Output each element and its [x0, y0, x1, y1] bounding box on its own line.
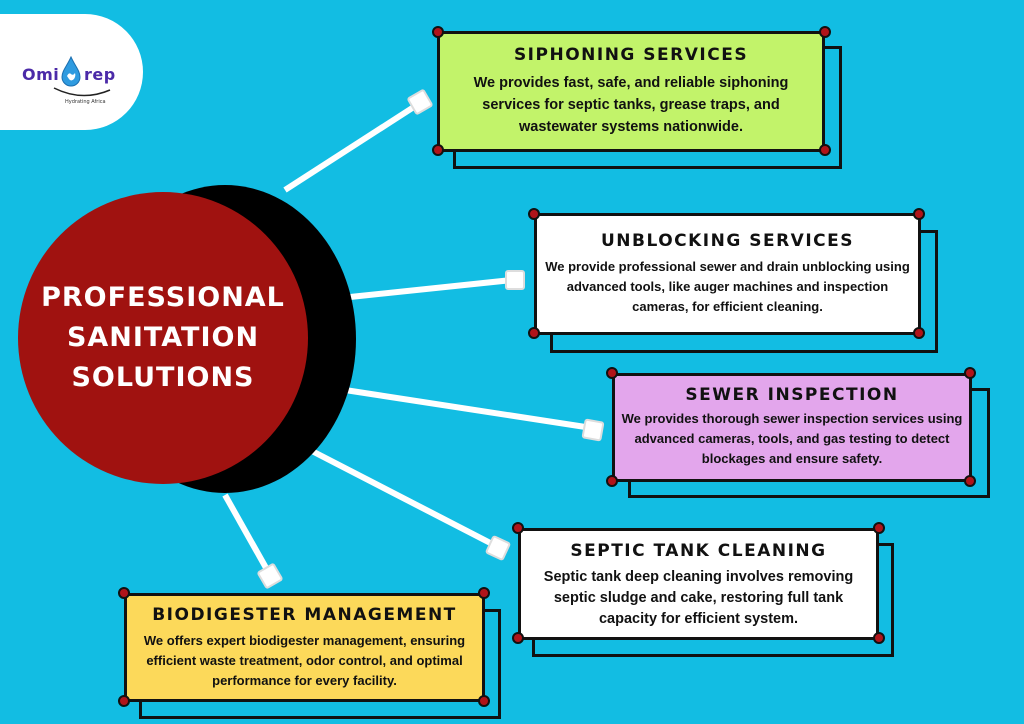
card-title: SEPTIC TANK CLEANING [570, 541, 827, 561]
logo-name-left: Omi [22, 65, 60, 84]
card-description: We provides thorough sewer inspection se… [621, 411, 963, 466]
card-description: We provides fast, safe, and reliable sip… [473, 75, 789, 135]
corner-dot [432, 144, 444, 156]
center-title-line1: PROFESSIONAL [41, 282, 285, 313]
connector-inspection [344, 387, 593, 431]
center-circle: PROFESSIONAL SANITATION SOLUTIONS [18, 192, 308, 484]
card-title: SEWER INSPECTION [685, 385, 899, 405]
corner-dot [478, 587, 490, 599]
smile-swoosh-icon [53, 87, 111, 97]
card-description: Septic tank deep cleaning involves remov… [543, 569, 854, 627]
logo-tagline: Hydrating Africa [65, 99, 106, 105]
corner-dot [819, 26, 831, 38]
corner-dot [478, 695, 490, 707]
corner-dot [964, 367, 976, 379]
corner-dot [118, 695, 130, 707]
card-box: UNBLOCKING SERVICES We provide professio… [534, 213, 921, 335]
corner-dot [606, 367, 618, 379]
connector-septic [308, 447, 502, 551]
connector-handle [581, 418, 605, 442]
corner-dot [873, 522, 885, 534]
corner-dot [913, 208, 925, 220]
corner-dot [528, 208, 540, 220]
corner-dot [512, 522, 524, 534]
card-title: BIODIGESTER MANAGEMENT [152, 605, 457, 625]
corner-dot [512, 632, 524, 644]
logo-name-right: rep [84, 65, 116, 84]
center-title: PROFESSIONAL SANITATION SOLUTIONS [38, 278, 288, 398]
corner-dot [873, 632, 885, 644]
card-box: BIODIGESTER MANAGEMENT We offers expert … [124, 593, 485, 702]
corner-dot [606, 475, 618, 487]
corner-dot [528, 327, 540, 339]
logo-panel: Omi rep Hydrating Africa [0, 14, 143, 130]
connector-unblocking [349, 277, 513, 300]
card-description: We provide professional sewer and drain … [545, 259, 910, 314]
water-drop-icon [61, 56, 81, 87]
card-box: SEWER INSPECTION We provides thorough se… [612, 373, 972, 482]
corner-dot [118, 587, 130, 599]
connector-handle [505, 270, 525, 290]
card-title: UNBLOCKING SERVICES [600, 231, 854, 251]
connector-biodigester [222, 493, 273, 577]
card-title: SIPHONING SERVICES [513, 45, 749, 65]
corner-dot [432, 26, 444, 38]
card-box: SIPHONING SERVICES We provides fast, saf… [437, 31, 825, 152]
corner-dot [964, 475, 976, 487]
connector-siphoning [283, 100, 422, 193]
card-description: We offers expert biodigester management,… [143, 633, 466, 688]
corner-dot [819, 144, 831, 156]
corner-dot [913, 327, 925, 339]
center-title-line3: SOLUTIONS [71, 362, 255, 393]
center-title-line2: SANITATION [66, 322, 260, 353]
card-box: SEPTIC TANK CLEANING Septic tank deep cl… [518, 528, 879, 640]
